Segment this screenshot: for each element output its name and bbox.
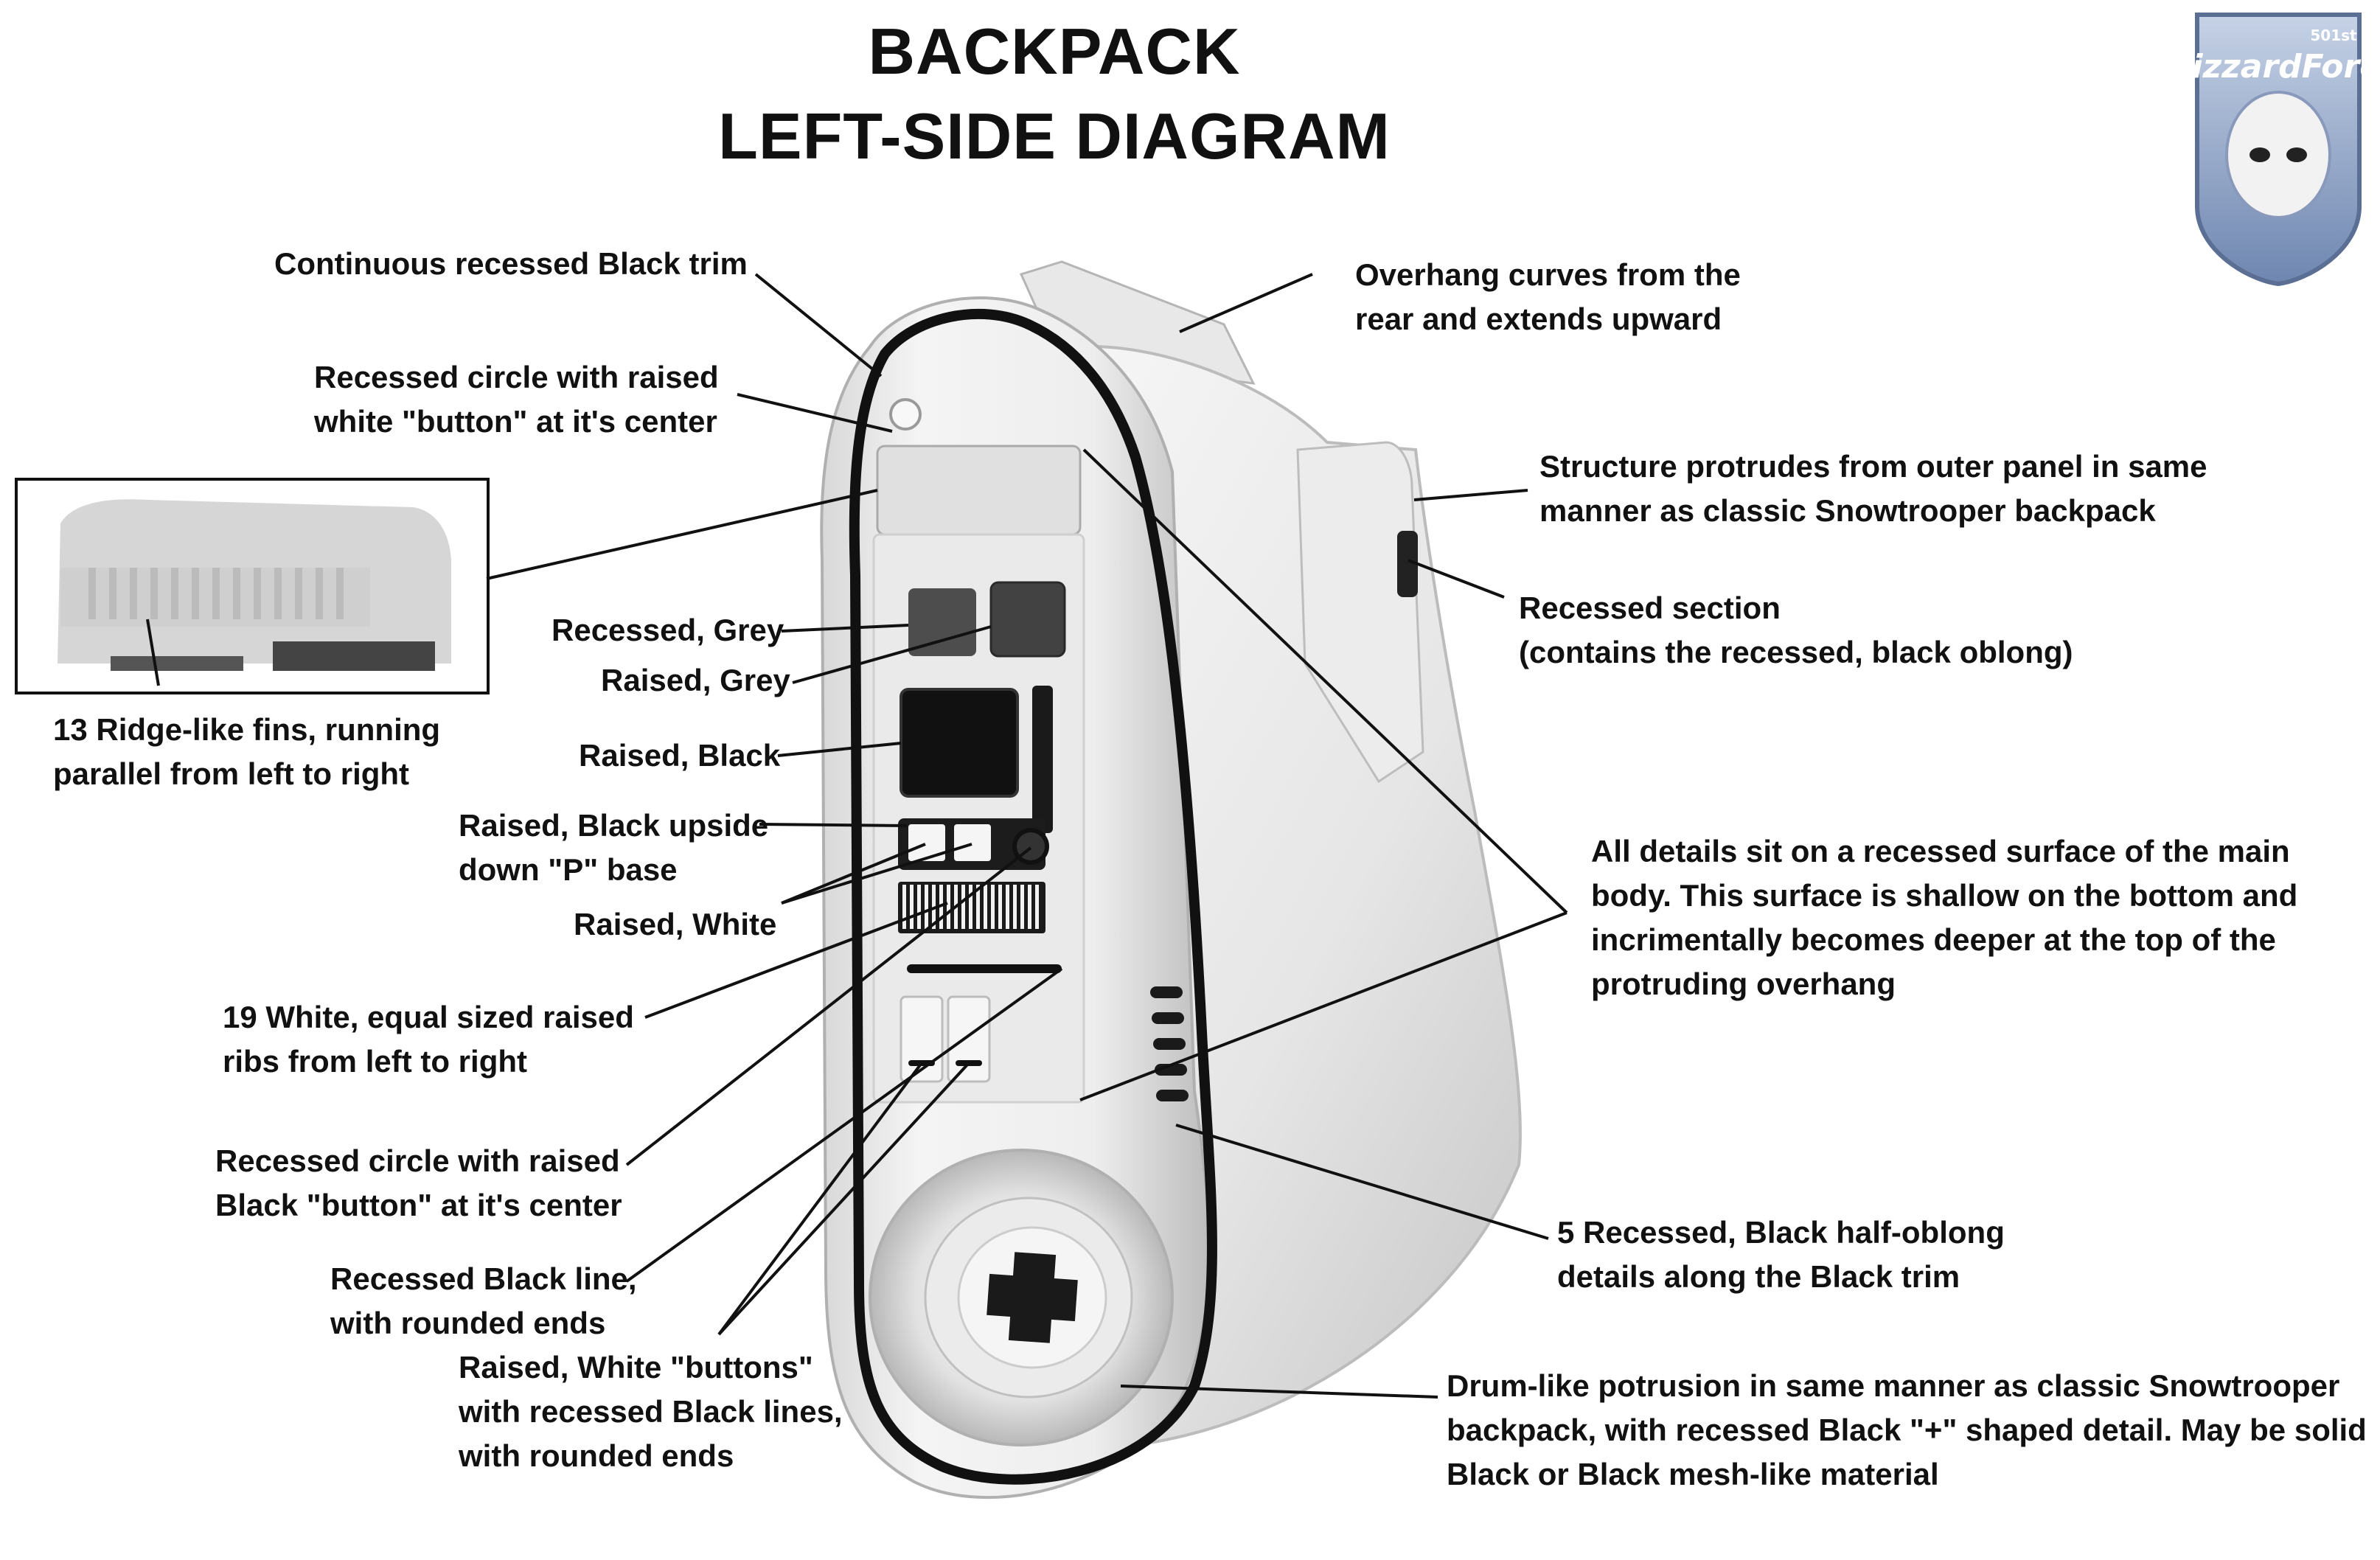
recessed-circle-white: [889, 398, 922, 431]
label-recessed-circle-black: Recessed circle with raised Black "butto…: [215, 1143, 622, 1222]
label-drum: Drum-like potrusion in same manner as cl…: [1447, 1368, 2367, 1491]
recessed-grey-button: [908, 588, 976, 656]
label-recessed-section: Recessed section (contains the recessed,…: [1519, 591, 2073, 669]
recessed-black-line: [907, 964, 1062, 973]
leader-lines: [146, 273, 1568, 1399]
fin-block: [876, 445, 1082, 536]
label-overhang: Overhang curves from the rear and extend…: [1355, 257, 1741, 336]
raised-black-block: [900, 688, 1019, 798]
label-recessed-grey: Recessed, Grey: [551, 613, 784, 647]
black-trim: [849, 308, 1217, 1485]
white-button-right: [947, 995, 991, 1083]
backpack-body: [820, 260, 1522, 1500]
label-recessed-black-line: Recessed Black line, with rounded ends: [330, 1261, 637, 1340]
label-white-buttons: Raised, White "buttons" with recessed Bl…: [459, 1350, 843, 1473]
recessed-section: [1397, 531, 1418, 597]
label-ridge-fins: 13 Ridge-like fins, running parallel fro…: [53, 712, 441, 791]
blizzardforce-logo: BlizzardForce 501st: [2156, 13, 2380, 287]
label-continuous-trim: Continuous recessed Black trim: [274, 246, 748, 281]
fins-ridges: [88, 568, 344, 619]
label-raised-grey: Raised, Grey: [601, 663, 790, 697]
label-recessed-circle-white: Recessed circle with raised white "butto…: [314, 360, 719, 439]
protruding-structure: [1296, 441, 1424, 784]
label-all-details: All details sit on a recessed surface of…: [1591, 834, 2298, 1001]
raised-grey-button: [989, 581, 1066, 658]
raised-white-button-1: [908, 824, 945, 861]
raised-white-button-2: [954, 824, 991, 861]
label-raised-black: Raised, Black: [579, 738, 781, 773]
label-raised-white: Raised, White: [574, 907, 777, 941]
svg-text:501st: 501st: [2310, 27, 2357, 44]
label-raised-black-p: Raised, Black upside down "P" base: [459, 808, 769, 887]
diagram-subtitle: LEFT-SIDE DIAGRAM: [718, 100, 1391, 173]
plus-detail: [987, 1252, 1078, 1343]
label-structure-protrudes: Structure protrudes from outer panel in …: [1539, 449, 2207, 528]
label-white-ribs: 19 White, equal sized raised ribs from l…: [223, 1000, 634, 1079]
diagram-title: BACKPACK: [868, 15, 1241, 88]
label-half-oblong: 5 Recessed, Black half-oblong details al…: [1557, 1215, 2005, 1294]
svg-text:BlizzardForce: BlizzardForce: [2156, 48, 2380, 86]
fins-inset: [15, 478, 490, 694]
half-oblong-details: [1150, 986, 1189, 1101]
